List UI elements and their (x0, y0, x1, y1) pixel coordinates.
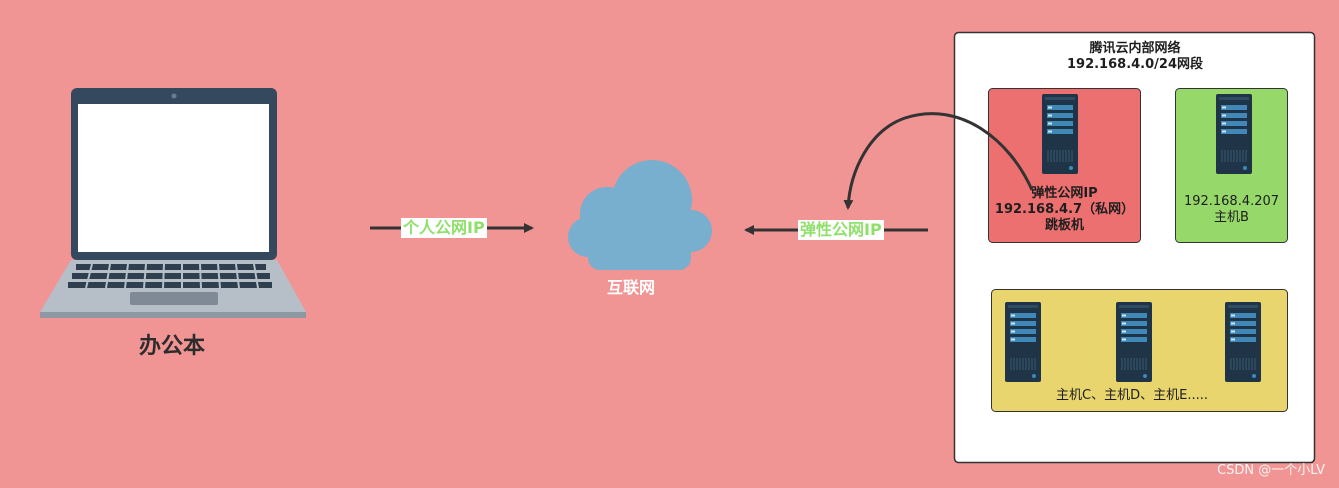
server-icon (1215, 93, 1253, 175)
network-title-line1: 腾讯云内部网络 (1089, 41, 1181, 56)
edge-label-elastic-ip: 弹性公网IP (798, 220, 884, 240)
edge-label-personal-ip: 个人公网IP (401, 218, 487, 238)
host-group-label: 主机C、主机D、主机E..... (1056, 388, 1208, 403)
host-b-line2: 主机B (1214, 210, 1249, 225)
host-b-line1: 192.168.4.207 (1183, 194, 1280, 209)
server-icon (1041, 93, 1079, 175)
jump-host-label: 弹性公网IP 192.168.4.7（私网） 跳板机 (988, 186, 1141, 234)
jump-host-line3: 跳板机 (1044, 218, 1084, 233)
server-icon (1224, 301, 1262, 383)
laptop-label: 办公本 (138, 334, 205, 359)
jump-host-line2: 192.168.4.7（私网） (994, 202, 1135, 217)
arrow-jumphost-to-elastic-ip (843, 112, 1034, 210)
server-icon (1004, 301, 1042, 383)
server-icon (1115, 301, 1153, 383)
host-b-label: 192.168.4.207 主机B (1175, 194, 1288, 226)
jump-host-line1: 弹性公网IP (1031, 186, 1098, 201)
cloud-icon (568, 160, 712, 270)
network-title-line2: 192.168.4.0/24网段 (1066, 57, 1204, 72)
network-title: 腾讯云内部网络 192.168.4.0/24网段 (955, 41, 1315, 73)
watermark: CSDN @一个小LV (1217, 463, 1325, 478)
laptop-icon (40, 88, 306, 318)
internet-label: 互联网 (606, 278, 655, 297)
